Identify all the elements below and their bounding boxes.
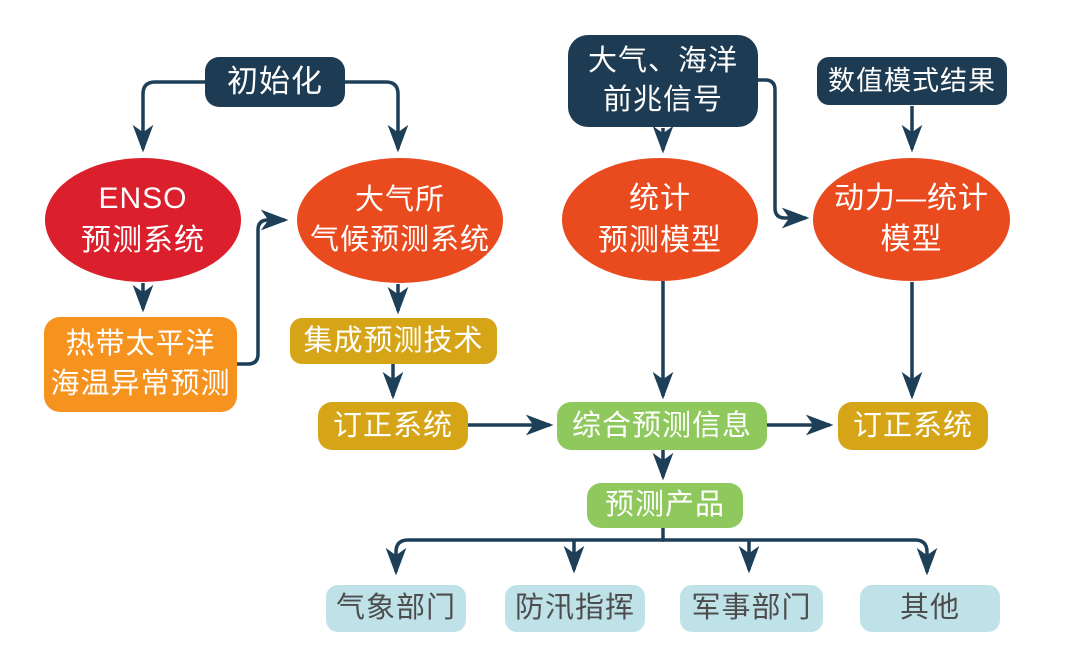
node-others: 其他 [860, 585, 1000, 632]
dyn-line1: 动力—统计 [834, 182, 989, 215]
node-correction-system-right: 订正系统 [838, 402, 988, 450]
products-label: 预测产品 [604, 489, 725, 522]
edge-precursor-to-dyn [757, 78, 810, 229]
other-label: 其他 [899, 592, 960, 625]
stat-line1: 统计 [629, 181, 691, 215]
node-enso-forecast-system: ENSO 预测系统 [45, 158, 241, 282]
node-dynamical-statistical-model: 动力—统计 模型 [813, 158, 1010, 281]
node-meteorological-departments: 气象部门 [326, 585, 466, 632]
node-numerical-model-results: 数值模式结果 [817, 57, 1007, 105]
edge-init-to-cas [344, 80, 409, 153]
node-initialization: 初始化 [205, 57, 345, 107]
enso-line1: ENSO [98, 182, 188, 215]
node-initialization-label: 初始化 [227, 64, 323, 100]
precursor-line2: 前兆信号 [602, 84, 723, 116]
dyn-line2: 模型 [880, 222, 943, 256]
node-military-departments: 军事部门 [680, 585, 823, 632]
edge-products-to-other [662, 538, 938, 576]
precursor-line1: 大气、海洋 [587, 44, 738, 77]
integrated-label: 综合预测信息 [571, 409, 752, 442]
node-correction-system-left: 订正系统 [318, 402, 468, 450]
node-statistical-forecast-model: 统计 预测模型 [562, 158, 758, 281]
node-ensemble-forecast-technique: 集成预测技术 [290, 318, 497, 364]
meteo-label: 气象部门 [335, 592, 456, 625]
edge-init-to-enso [132, 80, 206, 153]
correction-right-label: 订正系统 [852, 409, 973, 442]
ensemble-label: 集成预测技术 [303, 324, 484, 357]
numerical-label: 数值模式结果 [828, 65, 996, 96]
military-label: 军事部门 [691, 592, 812, 625]
node-cas-climate-prediction-system: 大气所 气候预测系统 [297, 158, 503, 283]
node-flood-control-command: 防汛指挥 [505, 585, 645, 632]
node-forecast-products: 预测产品 [587, 483, 743, 528]
edge-tropical-to-cas [237, 209, 289, 366]
flood-label: 防汛指挥 [514, 592, 635, 625]
cas-line1: 大气所 [354, 184, 445, 217]
stat-line2: 预测模型 [598, 223, 722, 257]
tropical-line2: 海温异常预测 [50, 367, 231, 400]
edge-products-to-meteo [385, 538, 664, 576]
correction-left-label: 订正系统 [332, 409, 453, 442]
node-integrated-forecast-information: 综合预测信息 [557, 402, 767, 450]
node-atmosphere-ocean-precursor-signals: 大气、海洋 前兆信号 [568, 35, 758, 127]
node-tropical-pacific-sst-anomaly-forecast: 热带太平洋 海温异常预测 [44, 317, 237, 412]
enso-line2: 预测系统 [81, 224, 205, 257]
cas-line2: 气候预测系统 [309, 223, 490, 256]
tropical-line1: 热带太平洋 [65, 328, 216, 361]
